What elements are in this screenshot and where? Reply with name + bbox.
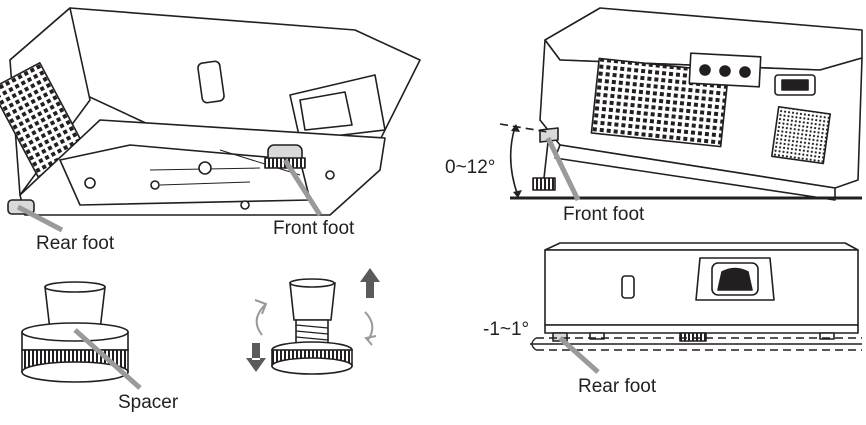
rotate-left-arrow-icon xyxy=(254,299,268,336)
leader-front-foot-right xyxy=(545,136,581,202)
tilt-dashed-outline xyxy=(536,337,862,351)
leader-rear-foot-left xyxy=(16,204,64,233)
projector-bottom-view xyxy=(0,7,421,216)
front-body-top xyxy=(544,242,859,251)
label-front-foot-side-view: Front foot xyxy=(563,204,645,225)
leader-front-foot-left xyxy=(282,158,323,217)
label-spacer: Spacer xyxy=(118,392,179,413)
leader-rear-foot-right xyxy=(558,336,600,374)
angle-arc-front xyxy=(509,126,519,197)
spacer-foot-diagram xyxy=(21,281,129,383)
adjustable-foot-diagram xyxy=(271,278,353,375)
label-rear-foot-bottom-view: Rear foot xyxy=(36,233,115,254)
front-slot xyxy=(621,275,635,299)
label-angle-front: 0~12° xyxy=(445,157,496,178)
label-rear-foot-front-view: Rear foot xyxy=(578,376,657,397)
leader-spacer xyxy=(73,328,142,390)
tilted-speaker-mesh xyxy=(770,105,832,165)
down-arrow-icon xyxy=(246,343,266,372)
projector-side-view-tilted xyxy=(532,7,863,201)
projector-front-view xyxy=(544,242,859,342)
rotate-right-arrow-icon xyxy=(364,311,377,346)
up-arrow-icon xyxy=(360,268,380,298)
projector-top-slot xyxy=(197,60,225,104)
label-front-foot-bottom-view: Front foot xyxy=(273,218,355,239)
label-angle-rear: -1~1° xyxy=(483,319,530,340)
front-lens xyxy=(717,267,753,291)
